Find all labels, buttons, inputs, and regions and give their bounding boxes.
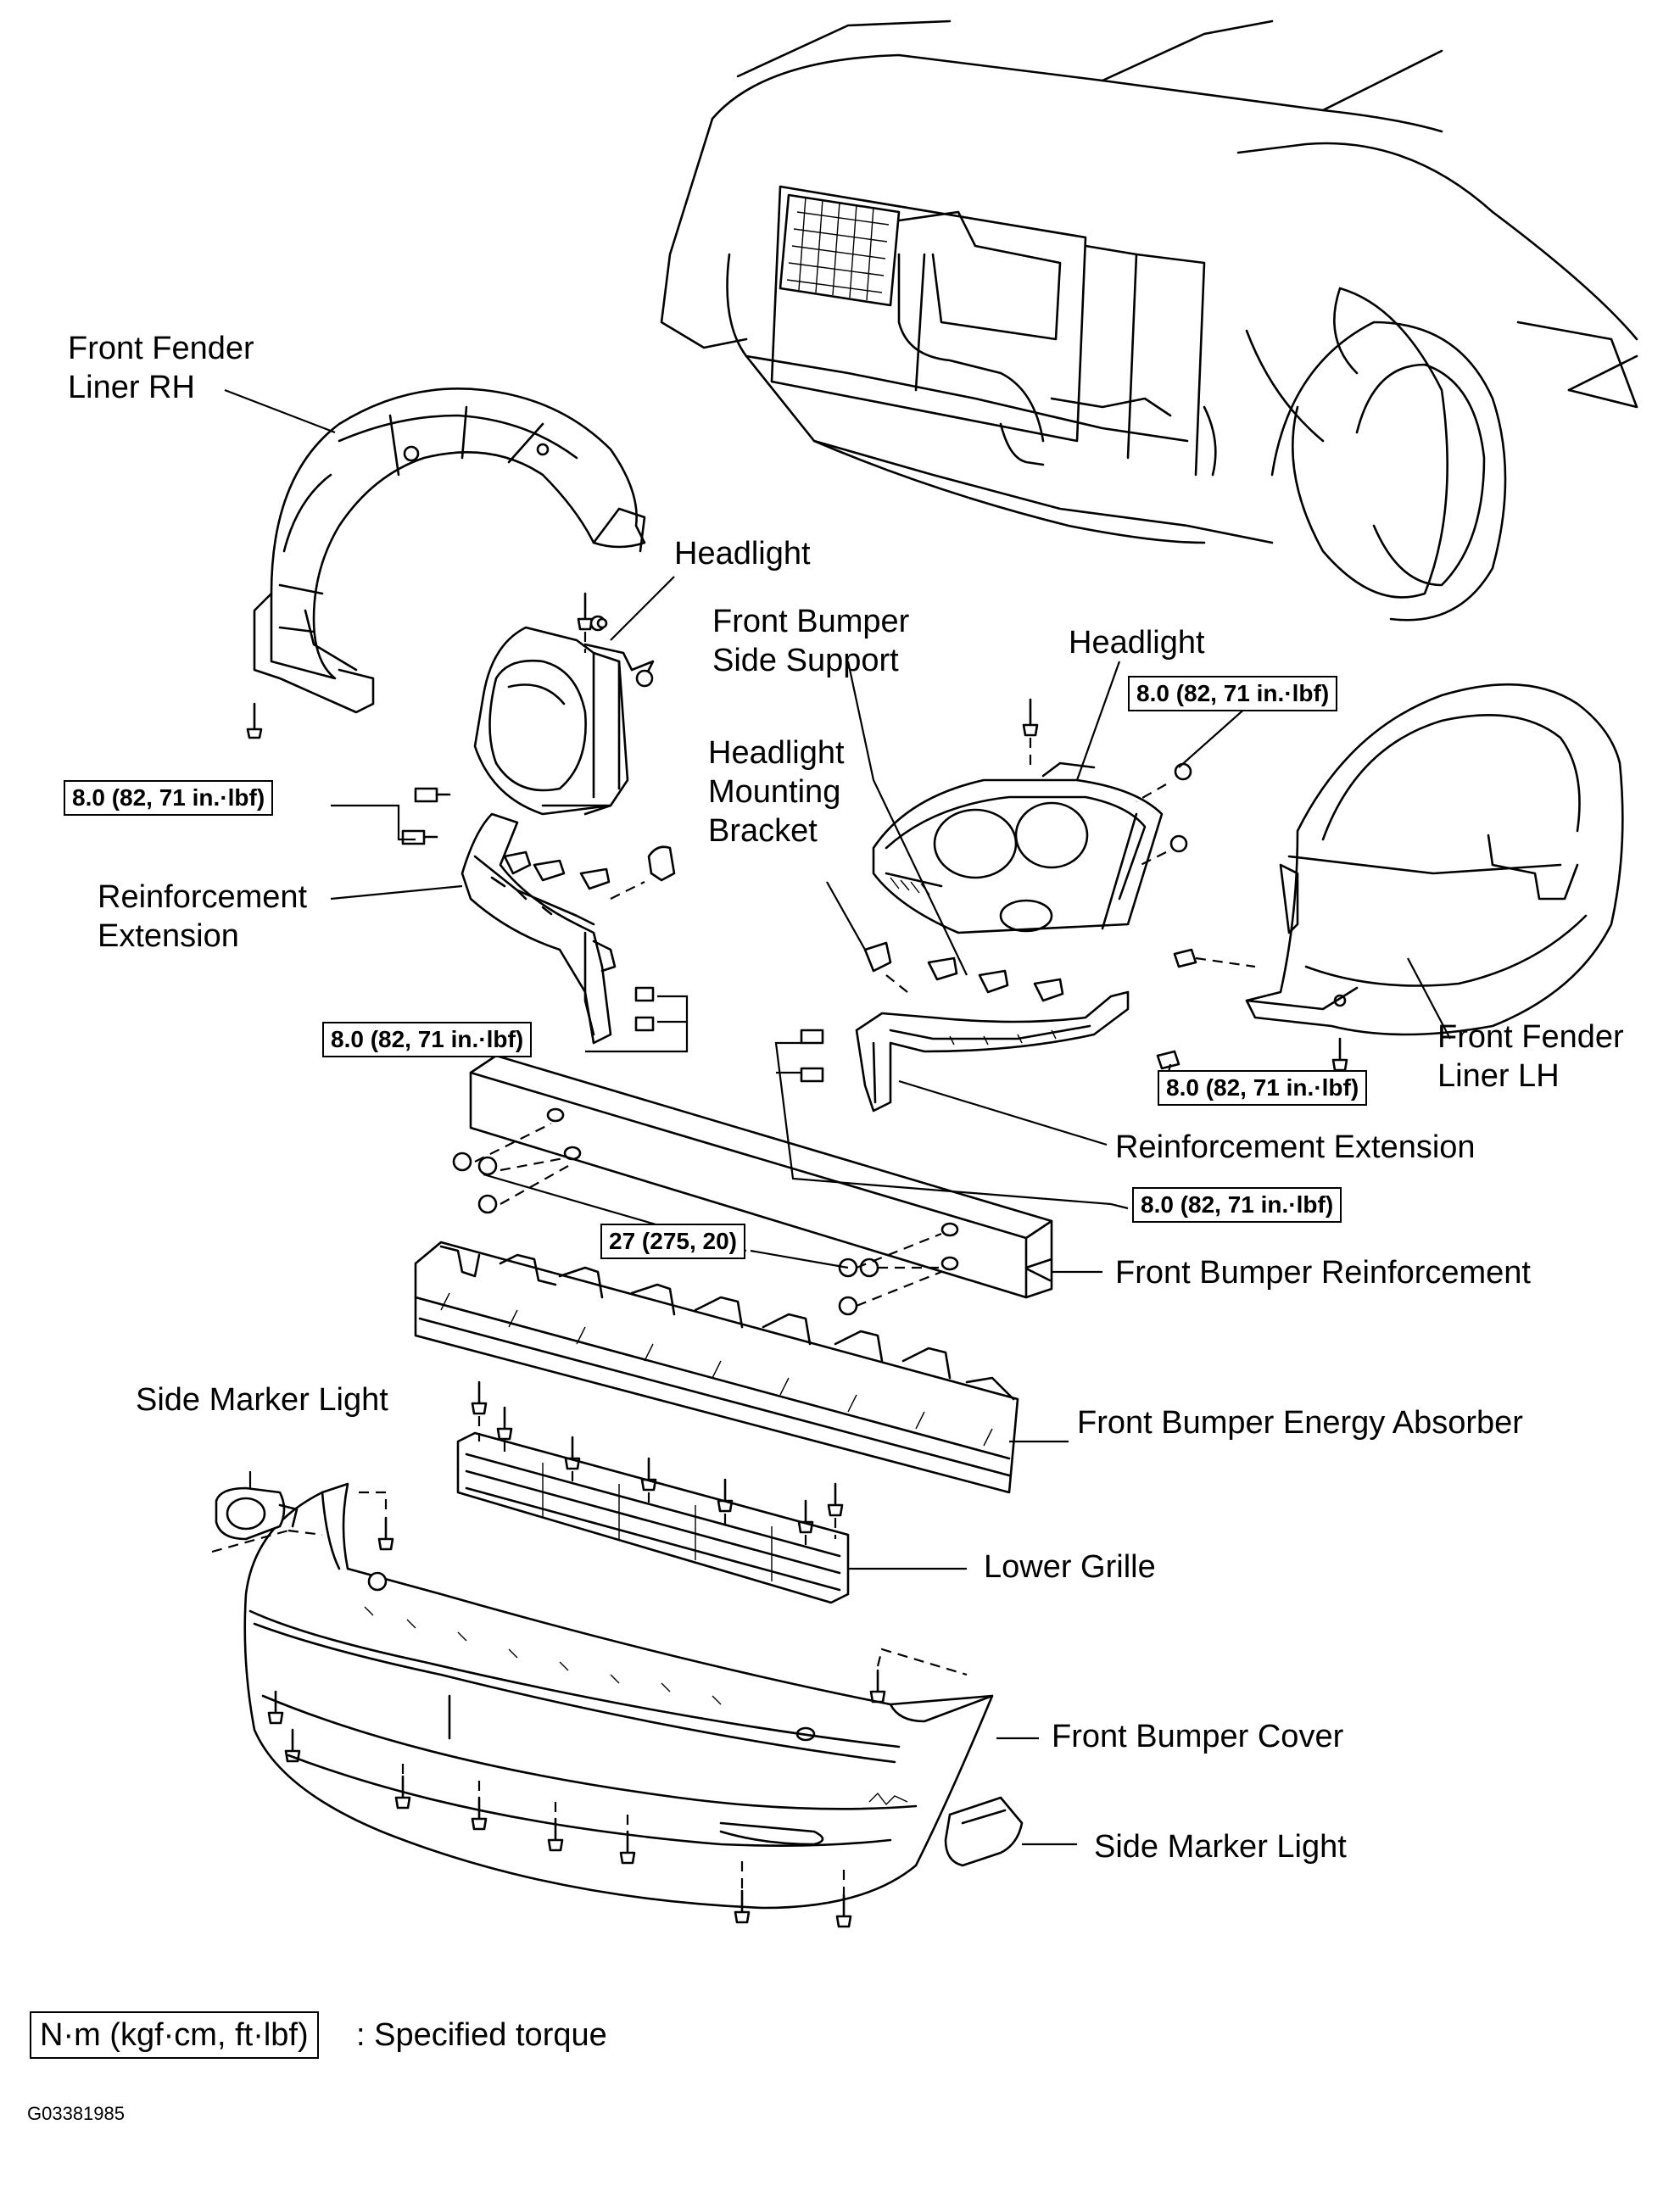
side-marker-light-rh-part [211, 1486, 323, 1553]
front-bumper-energy-absorber-part [414, 1241, 1019, 1494]
label-front-fender-liner-lh: Front Fender Liner LH [1437, 1019, 1624, 1094]
torque-fender-liner-lh-upper: 8.0 (82, 71 in.·lbf) [1128, 676, 1338, 711]
label-front-bumper-energy-absorber: Front Bumper Energy Absorber [1077, 1405, 1523, 1441]
label-front-bumper-side-support: Front Bumper Side Support [712, 604, 910, 678]
label-front-fender-liner-rh: Front Fender Liner RH [68, 331, 254, 405]
label-front-bumper-reinforcement: Front Bumper Reinforcement [1115, 1255, 1531, 1291]
headlight-mounting-bracket-part [863, 941, 1064, 1002]
reinforcement-extension-rh-part [401, 787, 676, 1045]
vehicle-front-body [660, 20, 1638, 622]
front-fender-liner-lh-part [1156, 683, 1624, 1072]
label-side-marker-light-rh: Side Marker Light [136, 1382, 388, 1418]
label-front-bumper-cover: Front Bumper Cover [1052, 1719, 1344, 1754]
label-side-marker-light-lh: Side Marker Light [1094, 1829, 1347, 1865]
legend-specified-torque-text: : Specified torque [356, 2017, 607, 2053]
label-headlight-rh: Headlight [674, 536, 811, 572]
front-bumper-cover-part [243, 1482, 994, 1928]
legend-torque-unit-box: N·m (kgf·cm, ft·lbf) [30, 2011, 319, 2059]
torque-reinf-ext-lh: 8.0 (82, 71 in.·lbf) [1132, 1187, 1342, 1223]
lower-grille-part [456, 1380, 850, 1604]
reinforcement-extension-lh-part [800, 990, 1130, 1113]
label-reinforcement-extension-lh: Reinforcement Extension [1115, 1129, 1476, 1165]
headlight-rh-part [473, 592, 655, 816]
torque-reinf-ext-rh-lower: 8.0 (82, 71 in.·lbf) [322, 1022, 533, 1057]
headlight-lh-part [872, 698, 1192, 934]
figure-code: G03381985 [27, 2103, 125, 2124]
front-bumper-reinforcement-part [452, 1054, 1053, 1316]
torque-fender-liner-lh-lower: 8.0 (82, 71 in.·lbf) [1158, 1070, 1368, 1106]
side-marker-light-lh-part [944, 1796, 1024, 1867]
leader-lines [224, 388, 1451, 1846]
label-lower-grille: Lower Grille [984, 1549, 1156, 1585]
torque-reinf-ext-rh-upper: 8.0 (82, 71 in.·lbf) [64, 780, 274, 816]
label-headlight-mounting-bracket: Headlight Mounting Bracket [708, 735, 845, 849]
front-fender-liner-rh-part [246, 388, 646, 739]
torque-bumper-reinforcement: 27 (275, 20) [600, 1224, 745, 1259]
label-headlight-lh: Headlight [1069, 625, 1205, 661]
label-reinforcement-extension-rh: Reinforcement Extension [98, 879, 308, 954]
